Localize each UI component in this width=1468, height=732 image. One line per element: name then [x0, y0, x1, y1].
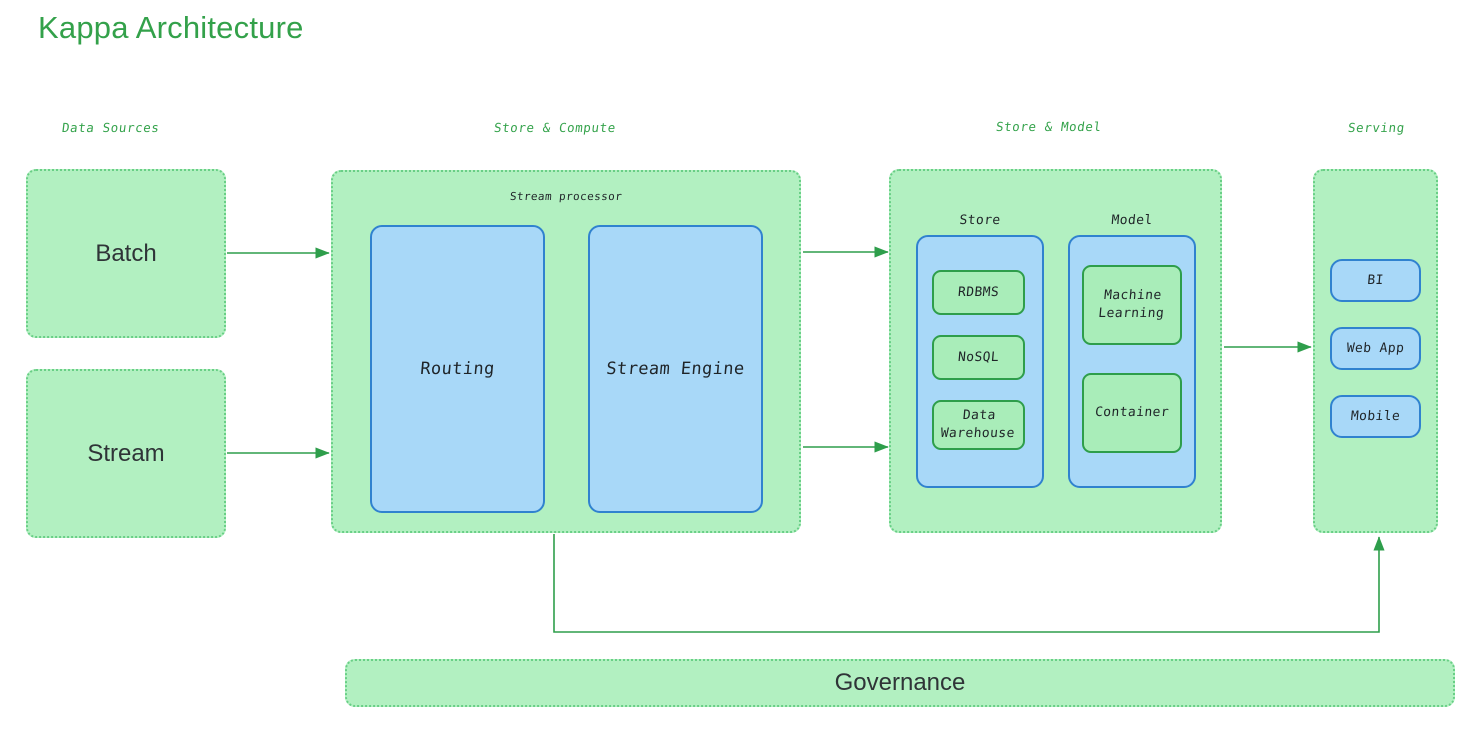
- node-rdbms[interactable]: [932, 270, 1025, 315]
- page-title: Kappa Architecture: [38, 10, 304, 45]
- node-stream-engine[interactable]: [588, 225, 763, 513]
- connector-feedback-loop: [553, 534, 1385, 633]
- node-web-app-label: Web App: [1346, 340, 1405, 356]
- node-stream-engine-label: Stream Engine: [605, 358, 746, 379]
- node-batch[interactable]: [26, 169, 226, 338]
- node-governance-label: Governance: [834, 669, 966, 696]
- node-bi[interactable]: [1330, 259, 1421, 302]
- node-data-warehouse[interactable]: [932, 400, 1025, 450]
- node-routing[interactable]: [370, 225, 545, 513]
- node-container[interactable]: [1082, 373, 1182, 453]
- group-stream-processor-label: Stream processor: [509, 190, 623, 203]
- subgroup-model-label: Model: [1110, 213, 1154, 228]
- node-stream-label: Stream: [87, 440, 165, 467]
- node-data-warehouse-label: Data Warehouse: [940, 408, 1016, 441]
- column-header-store-model: Store & Model: [995, 119, 1103, 134]
- node-routing-label: Routing: [419, 358, 496, 379]
- node-rdbms-label: RDBMS: [957, 284, 1000, 300]
- node-batch-label: Batch: [95, 240, 157, 267]
- node-machine-learning[interactable]: [1082, 265, 1182, 345]
- node-bi-label: BI: [1366, 272, 1385, 288]
- column-header-data-sources: Data Sources: [61, 120, 161, 135]
- node-web-app[interactable]: [1330, 327, 1421, 370]
- node-mobile-label: Mobile: [1350, 408, 1401, 424]
- node-nosql[interactable]: [932, 335, 1025, 380]
- node-mobile[interactable]: [1330, 395, 1421, 438]
- node-machine-learning-label: Machine Learning: [1097, 288, 1165, 321]
- node-nosql-label: NoSQL: [957, 349, 1000, 365]
- node-stream[interactable]: [26, 369, 226, 538]
- column-header-serving: Serving: [1347, 120, 1406, 135]
- subgroup-store-label: Store: [958, 213, 1002, 228]
- node-governance[interactable]: [345, 659, 1455, 707]
- node-container-label: Container: [1094, 405, 1170, 421]
- column-header-store-compute: Store & Compute: [493, 120, 617, 135]
